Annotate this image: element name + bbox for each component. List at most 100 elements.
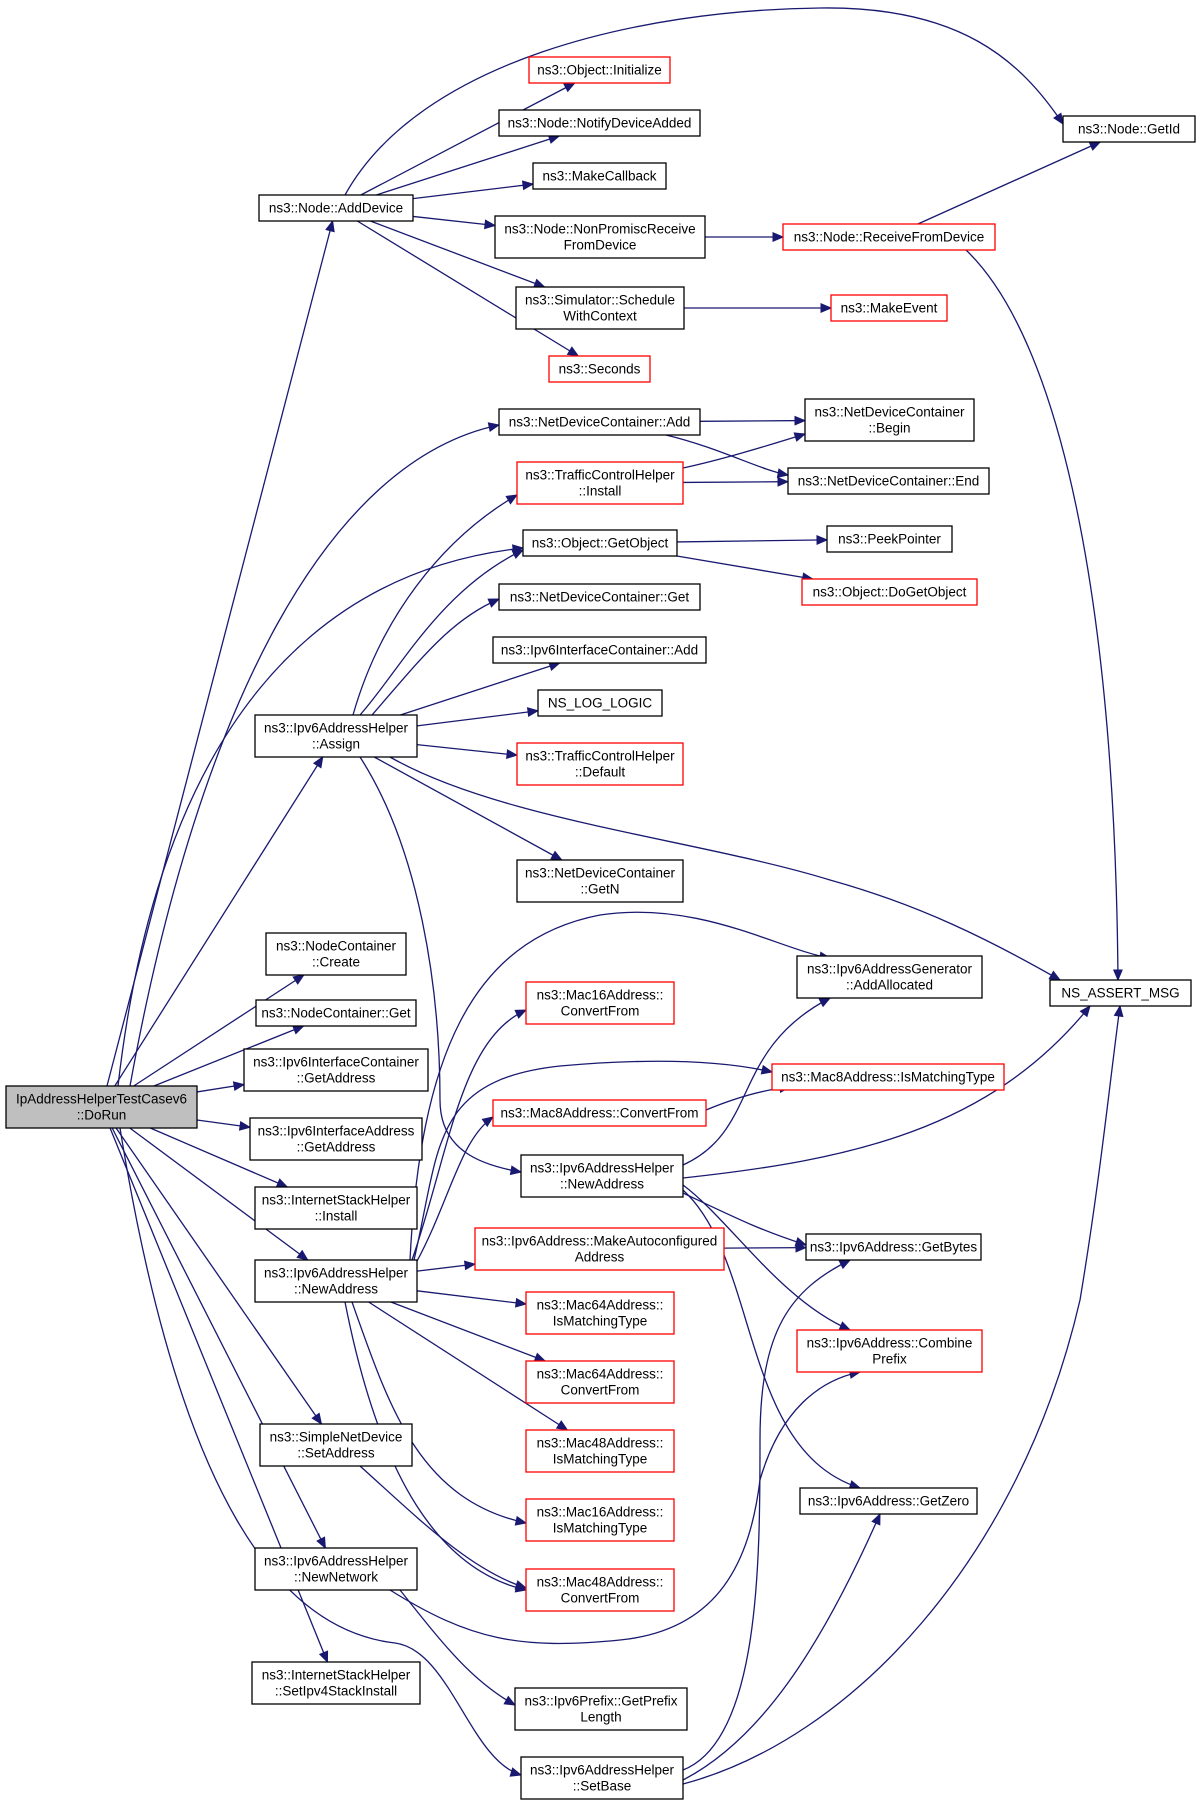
- node-iic-add[interactable]: ns3::Ipv6InterfaceContainer::Add: [492, 636, 707, 664]
- edge-ah-newaddress-mid-to-combineprefix: [682, 1184, 851, 1331]
- edge-assign-to-ndc-get: [371, 598, 500, 716]
- node-mac16-ismatching[interactable]: ns3::Mac16Address::IsMatchingType: [525, 1498, 675, 1542]
- node-label-line: ns3::Ipv6InterfaceContainer::Add: [501, 643, 698, 658]
- node-ndc-get[interactable]: ns3::NetDeviceContainer::Get: [498, 583, 701, 611]
- node-addrgen-addallocated[interactable]: ns3::Ipv6AddressGenerator::AddAllocated: [796, 955, 983, 999]
- node-label-line: ns3::Ipv6Prefix::GetPrefix: [524, 1694, 677, 1709]
- node-peekpointer[interactable]: ns3::PeekPointer: [826, 525, 953, 553]
- node-label-line: Prefix: [872, 1352, 907, 1367]
- node-ndc-begin[interactable]: ns3::NetDeviceContainer::Begin: [804, 398, 975, 442]
- node-box: [799, 1487, 978, 1515]
- node-dogetobject[interactable]: ns3::Object::DoGetObject: [801, 578, 978, 606]
- edge-tch-install-to-ndc-end: [682, 481, 789, 484]
- node-seconds[interactable]: ns3::Seconds: [548, 355, 651, 383]
- node-getzero[interactable]: ns3::Ipv6Address::GetZero: [799, 1487, 978, 1515]
- node-label-line: ns3::Object::DoGetObject: [813, 585, 967, 600]
- node-box: [259, 1423, 413, 1467]
- node-label-line: ns3::Ipv6InterfaceAddress: [258, 1124, 415, 1139]
- node-root[interactable]: IpAddressHelperTestCasev6::DoRun: [5, 1085, 198, 1129]
- edge-assign-to-tch-default: [416, 743, 518, 756]
- node-box: [830, 294, 948, 322]
- node-ah-newaddress-mid[interactable]: ns3::Ipv6AddressHelper::NewAddress: [520, 1154, 684, 1198]
- node-box: [532, 162, 667, 190]
- node-label-line: ns3::PeekPointer: [838, 532, 941, 547]
- node-setipv4stackinstall[interactable]: ns3::InternetStackHelper::SetIpv4StackIn…: [251, 1661, 421, 1705]
- node-ns-assert-msg[interactable]: NS_ASSERT_MSG: [1049, 979, 1192, 1007]
- edge-setbase-to-ns-assert-msg: [682, 1005, 1121, 1785]
- node-notify-device-added[interactable]: ns3::Node::NotifyDeviceAdded: [498, 109, 701, 137]
- edge-root-to-assign-arrowhead: [312, 755, 324, 769]
- node-nc-create[interactable]: ns3::NodeContainer::Create: [265, 932, 407, 976]
- edge-ah-newaddress-mid-to-getbytes: [682, 1192, 807, 1246]
- node-label-line: ::GetAddress: [297, 1140, 376, 1155]
- node-ndc-getn[interactable]: ns3::NetDeviceContainer::GetN: [516, 859, 684, 903]
- edge-setbase-to-getbytes: [682, 1259, 851, 1771]
- node-node-adddevice[interactable]: ns3::Node::AddDevice: [258, 194, 414, 222]
- node-setbase[interactable]: ns3::Ipv6AddressHelper::SetBase: [520, 1756, 684, 1800]
- node-box: [804, 398, 975, 442]
- node-getbytes[interactable]: ns3::Ipv6Address::GetBytes: [805, 1233, 982, 1261]
- node-nc-get[interactable]: ns3::NodeContainer::Get: [255, 999, 417, 1027]
- node-assign[interactable]: ns3::Ipv6AddressHelper::Assign: [254, 714, 418, 758]
- node-label-line: ::AddAllocated: [846, 978, 933, 993]
- node-object-initialize[interactable]: ns3::Object::Initialize: [528, 56, 671, 84]
- edge-node-adddevice-to-seconds: [356, 220, 579, 357]
- edge-ah-newaddress-left-to-mac8-convertfrom-arrowhead: [481, 1116, 495, 1128]
- edge-ah-newaddress-left-to-mac16-ismatching: [351, 1301, 527, 1524]
- edge-root-to-snd-setaddress: [115, 1127, 322, 1425]
- node-iic-getaddress[interactable]: ns3::Ipv6InterfaceContainer::GetAddress: [243, 1048, 429, 1092]
- node-makeevent[interactable]: ns3::MakeEvent: [830, 294, 948, 322]
- node-ndc-end[interactable]: ns3::NetDeviceContainer::End: [787, 467, 990, 495]
- node-ah-newaddress-left[interactable]: ns3::Ipv6AddressHelper::NewAddress: [254, 1259, 418, 1303]
- node-newnetwork[interactable]: ns3::Ipv6AddressHelper::NewNetwork: [254, 1547, 418, 1591]
- node-mac8-convertfrom[interactable]: ns3::Mac8Address::ConvertFrom: [492, 1099, 707, 1127]
- node-box: [1062, 115, 1196, 143]
- node-iia-getaddress[interactable]: ns3::Ipv6InterfaceAddress::GetAddress: [249, 1117, 423, 1161]
- node-snd-setaddress[interactable]: ns3::SimpleNetDevice::SetAddress: [259, 1423, 413, 1467]
- node-ns-log-logic[interactable]: NS_LOG_LOGIC: [537, 689, 663, 717]
- node-mac64-convertfrom[interactable]: ns3::Mac64Address::ConvertFrom: [525, 1360, 675, 1404]
- edge-ah-newaddress-left-to-mac64-convertfrom-arrowhead: [533, 1352, 547, 1362]
- edge-node-adddevice-to-notify-device-added: [376, 135, 560, 196]
- node-mac8-ismatching[interactable]: ns3::Mac8Address::IsMatchingType: [771, 1063, 1005, 1091]
- node-label-line: ns3::Mac64Address::: [537, 1298, 664, 1313]
- node-label-line: NS_LOG_LOGIC: [548, 696, 653, 711]
- edge-tch-install-to-ndc-end-arrowhead: [777, 476, 790, 487]
- node-receivefromdevice[interactable]: ns3::Node::ReceiveFromDevice: [782, 223, 996, 251]
- node-ndc-add[interactable]: ns3::NetDeviceContainer::Add: [498, 408, 701, 436]
- node-tch-install[interactable]: ns3::TrafficControlHelper::Install: [516, 461, 684, 505]
- edge-assign-to-ns-log-logic: [416, 710, 539, 727]
- node-mac16-convertfrom[interactable]: ns3::Mac16Address::ConvertFrom: [525, 981, 675, 1025]
- edge-tch-install-to-ndc-begin-arrowhead: [793, 432, 807, 442]
- edge-root-to-nc-create: [133, 974, 305, 1087]
- edge-ah-newaddress-left-to-addrgen-addallocated: [409, 911, 831, 1261]
- node-node-getid[interactable]: ns3::Node::GetId: [1062, 115, 1196, 143]
- node-box: [796, 1329, 983, 1373]
- node-label-line: ns3::Ipv6AddressGenerator: [807, 962, 973, 977]
- node-label-line: ns3::Ipv6Address::GetBytes: [810, 1240, 978, 1255]
- edge-root-to-iic-getaddress-arrowhead: [232, 1081, 246, 1092]
- edge-root-to-newnetwork-arrowhead: [316, 1536, 326, 1550]
- node-makeautoconfigured[interactable]: ns3::Ipv6Address::MakeAutoconfiguredAddr…: [474, 1227, 725, 1271]
- node-box: [492, 1099, 707, 1127]
- edge-node-adddevice-to-makecallback: [412, 183, 534, 200]
- node-tch-default[interactable]: ns3::TrafficControlHelper::Default: [516, 742, 684, 786]
- node-ish-install[interactable]: ns3::InternetStackHelper::Install: [254, 1186, 418, 1230]
- edge-assign-to-ah-newaddress-mid-arrowhead: [509, 1165, 523, 1176]
- node-mac48-ismatching[interactable]: ns3::Mac48Address::IsMatchingType: [525, 1429, 675, 1473]
- node-mac48-convertfrom[interactable]: ns3::Mac48Address::ConvertFrom: [525, 1568, 675, 1612]
- edge-newnetwork-to-getprefixlength-arrowhead: [503, 1695, 517, 1706]
- edge-ah-newaddress-left-to-mac8-ismatching: [413, 1060, 773, 1261]
- node-makecallback[interactable]: ns3::MakeCallback: [532, 162, 667, 190]
- edge-root-to-ah-newaddress-left: [129, 1127, 309, 1261]
- node-mac64-ismatching[interactable]: ns3::Mac64Address::IsMatchingType: [525, 1291, 675, 1335]
- node-getobject[interactable]: ns3::Object::GetObject: [522, 529, 678, 557]
- node-box: [498, 408, 701, 436]
- node-box: [525, 1498, 675, 1542]
- edge-assign-to-ndc-getn-arrowhead: [550, 850, 563, 861]
- node-label-line: ns3::SimpleNetDevice: [270, 1430, 403, 1445]
